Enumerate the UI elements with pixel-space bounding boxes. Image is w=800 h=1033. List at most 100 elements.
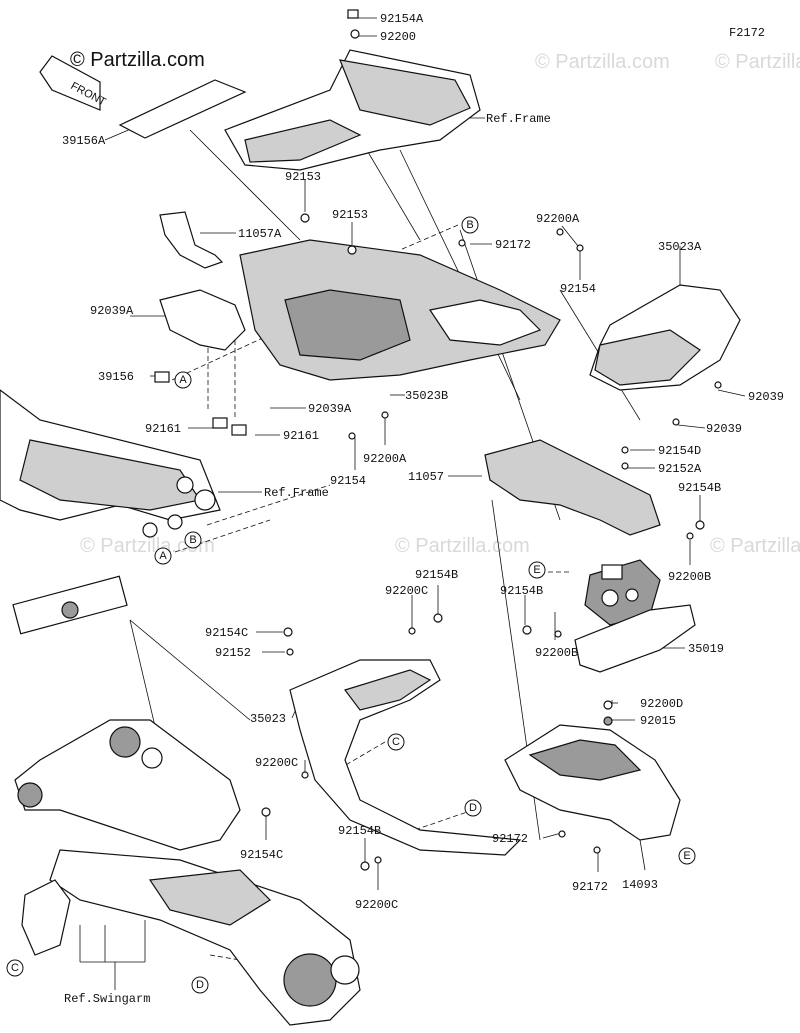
fender-14093 bbox=[504, 724, 681, 854]
figure-code: F2172 bbox=[729, 26, 765, 40]
part-label: 92200A bbox=[363, 452, 407, 466]
part-label: 35019 bbox=[688, 642, 724, 656]
pad-39156 bbox=[154, 371, 170, 383]
part-label: 92161 bbox=[145, 422, 181, 436]
watermark: © Partzilla.com bbox=[710, 535, 800, 557]
pad-92161-a bbox=[212, 417, 228, 429]
bolt-92154B-c bbox=[360, 861, 370, 871]
part-label: 92154B bbox=[500, 584, 543, 598]
part-label: 92154D bbox=[658, 444, 701, 458]
washer-92200D bbox=[603, 700, 613, 710]
watermark: © Partzilla.com bbox=[80, 535, 215, 557]
part-label: 92154C bbox=[205, 626, 248, 640]
collar-92152 bbox=[286, 648, 294, 656]
part-label: 92200 bbox=[380, 30, 416, 44]
part-label: 92039A bbox=[308, 402, 352, 416]
callout-E: E bbox=[528, 561, 546, 579]
pad-92161-b bbox=[231, 424, 247, 436]
part-label: 92200C bbox=[385, 584, 428, 598]
part-label: 35023A bbox=[658, 240, 702, 254]
part-label: 39156A bbox=[62, 134, 106, 148]
part-label: 92200B bbox=[535, 646, 578, 660]
part-label: 92154C bbox=[240, 848, 283, 862]
callout-E: E bbox=[678, 847, 696, 865]
bolt-92154B-a bbox=[522, 625, 532, 635]
part-label: 92153 bbox=[332, 208, 368, 222]
part-label: 92152 bbox=[215, 646, 251, 660]
part-label: 92200C bbox=[255, 756, 298, 770]
part-label: 92154 bbox=[330, 474, 366, 488]
bolt-92154C bbox=[283, 627, 293, 637]
sheet-39156A bbox=[118, 79, 247, 139]
svg-text:D: D bbox=[469, 802, 477, 814]
part-label: 11057A bbox=[238, 227, 282, 241]
part-label: 35023 bbox=[250, 712, 286, 726]
part-label: 35023B bbox=[405, 389, 448, 403]
washer-92200C-a bbox=[408, 627, 416, 635]
washer-92200C-b bbox=[301, 771, 309, 779]
callout-D: D bbox=[191, 976, 209, 994]
part-label: 14093 bbox=[622, 878, 658, 892]
part-label: 92039 bbox=[748, 390, 784, 404]
rear-frame-top bbox=[224, 9, 481, 171]
bolt-set-top bbox=[300, 213, 722, 440]
part-label: 92152A bbox=[658, 462, 702, 476]
svg-text:A: A bbox=[179, 374, 187, 386]
part-label: 92172 bbox=[572, 880, 608, 894]
part-label: Ref.Frame bbox=[486, 112, 551, 126]
part-label: 92154A bbox=[380, 12, 424, 26]
watermark: © Partzilla.com bbox=[535, 51, 670, 73]
callout-B: B bbox=[184, 531, 202, 549]
svg-text:E: E bbox=[683, 850, 690, 862]
bracket-11057 bbox=[484, 439, 661, 536]
svg-text:C: C bbox=[11, 962, 19, 974]
rear-frame-left bbox=[0, 389, 221, 635]
callout-D: D bbox=[464, 799, 482, 817]
part-label: 92015 bbox=[640, 714, 676, 728]
part-label: 92161 bbox=[283, 429, 319, 443]
part-label: 92154B bbox=[338, 824, 381, 838]
callout-B: B bbox=[461, 216, 479, 234]
cover-92039A bbox=[159, 289, 246, 351]
plate-assembly-35019 bbox=[574, 559, 696, 673]
part-label: Ref.Frame bbox=[264, 486, 329, 500]
part-label: 92200D bbox=[640, 697, 683, 711]
watermark: © Partzilla.com bbox=[395, 535, 530, 557]
washer-92200B bbox=[686, 532, 694, 540]
part-label: 92154B bbox=[678, 481, 721, 495]
bracket-11057A bbox=[159, 211, 224, 269]
part-label: 92153 bbox=[285, 170, 321, 184]
collar-92152A bbox=[621, 462, 629, 470]
part-label: 92172 bbox=[492, 832, 528, 846]
site-brand: © Partzilla.com bbox=[70, 49, 205, 71]
part-labels: 92154A 92200 39156A Ref.Frame 92153 9215… bbox=[62, 12, 784, 1006]
nut-92015 bbox=[603, 716, 613, 726]
bolt-92154D bbox=[621, 446, 629, 454]
watermark: © Partzilla.com bbox=[715, 51, 800, 73]
part-label: 92154 bbox=[560, 282, 596, 296]
part-label: 92200B bbox=[668, 570, 711, 584]
seat-tray-35023B bbox=[239, 239, 561, 381]
svg-text:B: B bbox=[466, 219, 473, 231]
part-label: 11057 bbox=[408, 470, 444, 484]
part-label: 92200C bbox=[355, 898, 398, 912]
callout-C: C bbox=[387, 733, 405, 751]
part-label: 39156 bbox=[98, 370, 134, 384]
cover-35023 bbox=[289, 659, 522, 856]
part-label: 92154B bbox=[415, 568, 458, 582]
washer-92200C-c bbox=[374, 856, 382, 864]
svg-text:E: E bbox=[533, 564, 540, 576]
washer-92200B-b bbox=[554, 630, 562, 638]
part-label: 92039 bbox=[706, 422, 742, 436]
bolt-92154C-b bbox=[261, 807, 271, 817]
callout-A: A bbox=[174, 371, 192, 389]
callout-C: C bbox=[6, 959, 24, 977]
svg-text:A: A bbox=[159, 550, 167, 562]
bolt-92154B-b bbox=[433, 613, 443, 623]
svg-text:B: B bbox=[189, 534, 196, 546]
swingarm bbox=[14, 719, 361, 1026]
bolt-92154B bbox=[695, 520, 705, 530]
part-label: 92172 bbox=[495, 238, 531, 252]
svg-text:D: D bbox=[196, 979, 204, 991]
